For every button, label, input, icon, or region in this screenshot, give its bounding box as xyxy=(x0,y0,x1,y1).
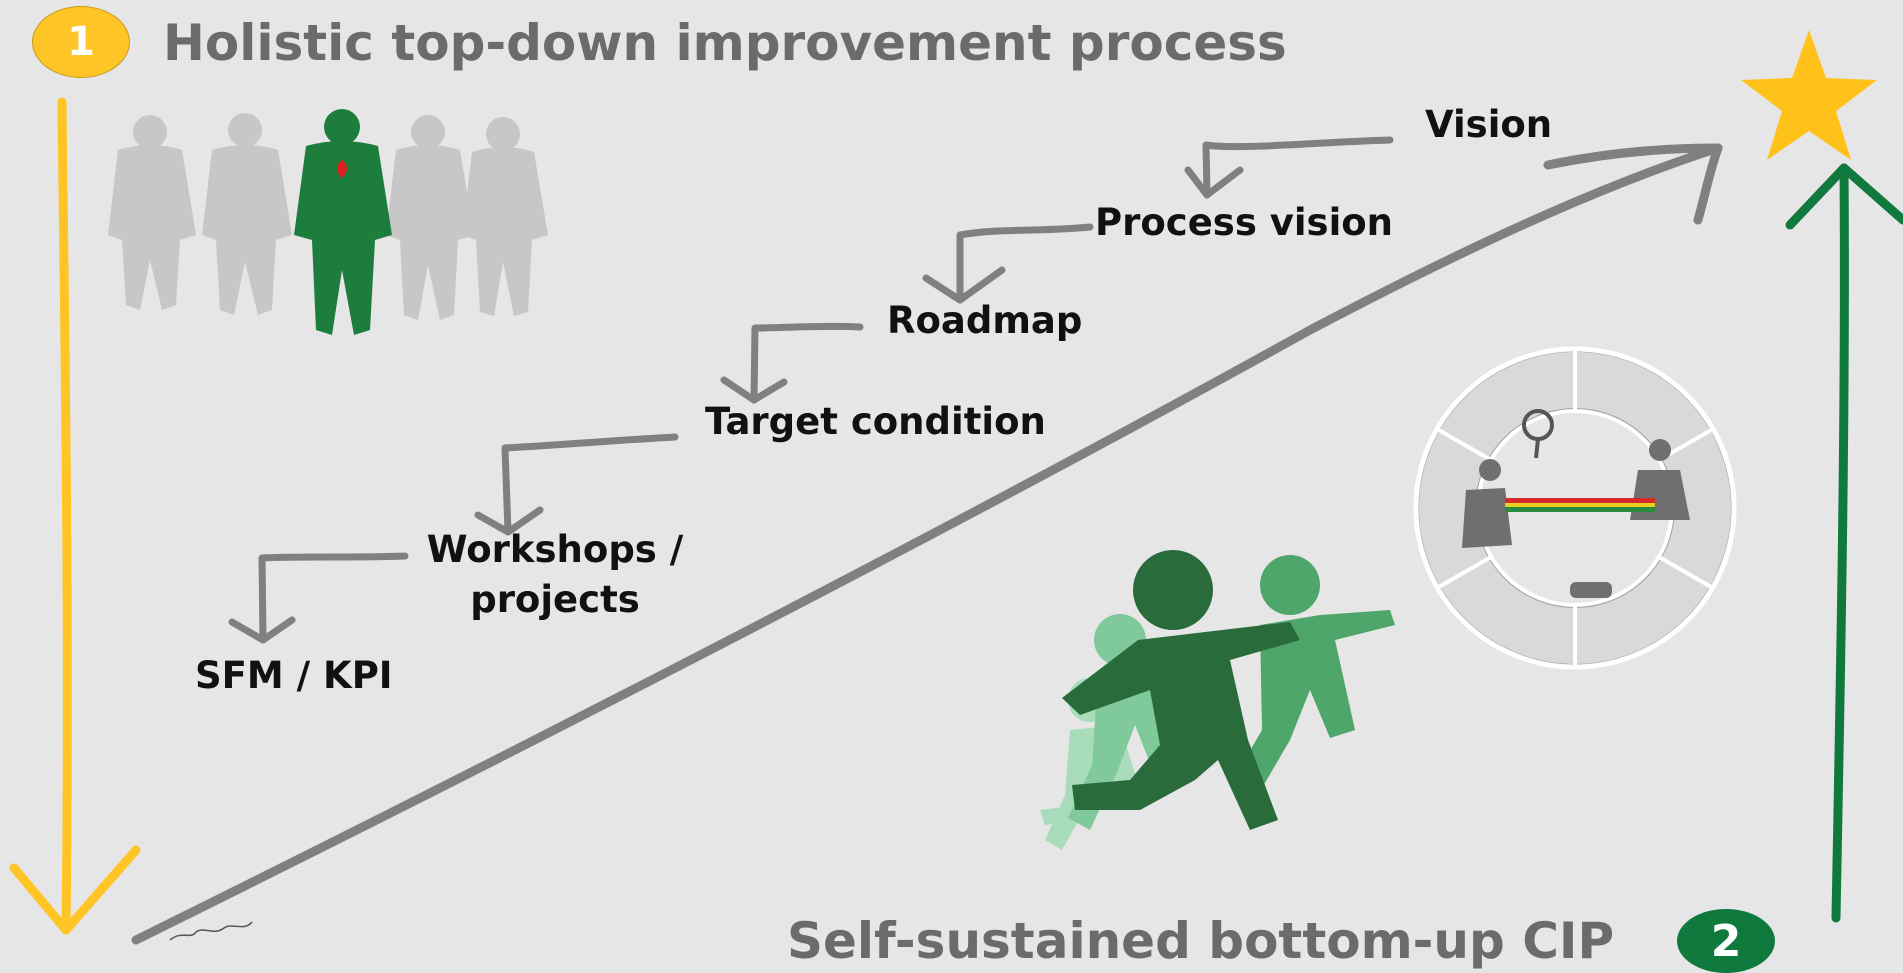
workshops-line2: projects xyxy=(470,578,640,621)
step-arrow-vision xyxy=(1202,136,1394,199)
workshops-projects-label: Workshops / projects xyxy=(400,525,710,625)
step-one-badge: 1 xyxy=(32,6,130,78)
diagonal-improvement-arrow xyxy=(131,143,1723,945)
step-two-number: 2 xyxy=(1710,915,1742,967)
roadmap-label: Roadmap xyxy=(887,299,1083,342)
runners-icon xyxy=(1040,550,1395,850)
move-logo xyxy=(1413,346,1737,670)
leader-group-icon xyxy=(108,109,548,335)
step-two-badge: 2 xyxy=(1677,909,1775,973)
sfm-kpi-label: SFM / KPI xyxy=(195,654,393,697)
step-arrows xyxy=(228,136,1394,644)
star-icon xyxy=(1741,30,1877,160)
heart-icon xyxy=(337,160,347,178)
step-one-number: 1 xyxy=(67,19,95,65)
step-arrow-workshops xyxy=(258,552,409,644)
step-arrow-roadmap xyxy=(750,322,864,404)
target-condition-label: Target condition xyxy=(705,400,1046,443)
bottom-up-arrow xyxy=(1785,163,1903,923)
step-arrow-process-vision xyxy=(956,223,1094,304)
top-down-arrow xyxy=(9,97,141,935)
top-down-title: Holistic top-down improvement process xyxy=(163,14,1287,72)
workshops-line1: Workshops / xyxy=(426,528,684,571)
vision-label: Vision xyxy=(1425,103,1553,146)
step-arrow-target xyxy=(501,433,679,536)
bottom-up-title: Self-sustained bottom-up CIP xyxy=(787,912,1615,970)
signature-scribble xyxy=(169,921,253,941)
process-vision-label: Process vision xyxy=(1095,201,1394,244)
